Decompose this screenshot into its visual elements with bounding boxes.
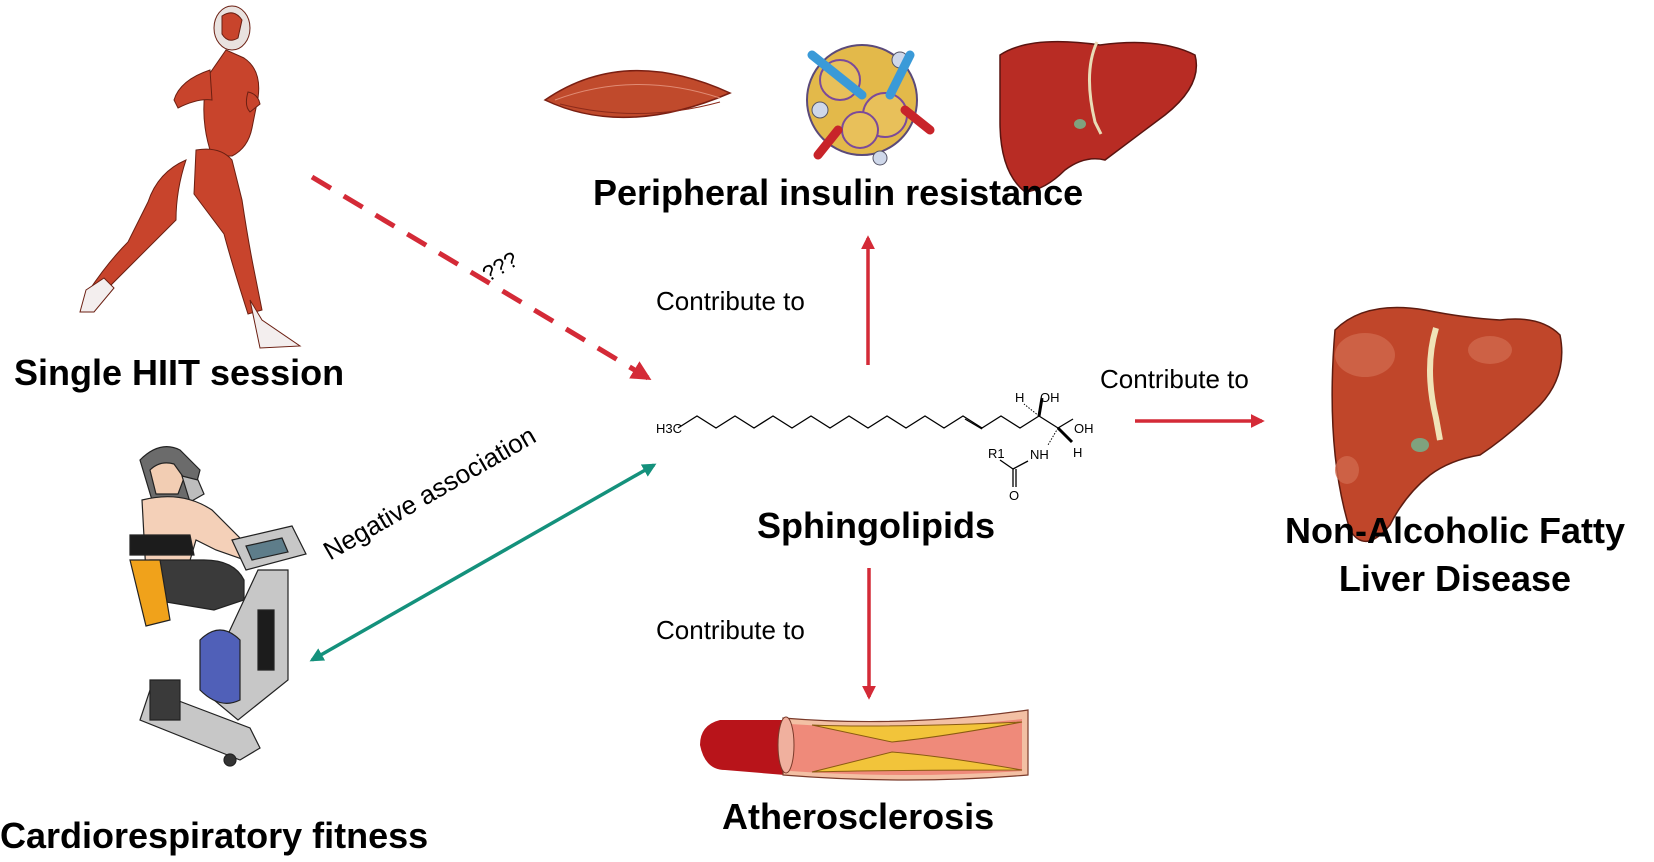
node-single-hiit-session: Single HIIT session (14, 352, 345, 393)
node-peripheral-insulin-resistance: Peripheral insulin resistance (593, 172, 1084, 213)
skeletal-muscle-icon (543, 69, 732, 119)
edge-label-to-insulin: Contribute to (656, 286, 805, 316)
chem-oh-top-label: OH (1040, 390, 1060, 405)
chem-h-top-label: H (1015, 390, 1024, 405)
edge-label-to-athero: Contribute to (656, 615, 805, 645)
adipose-tissue-icon (806, 44, 935, 166)
node-sphingolipids: Sphingolipids (757, 505, 995, 546)
edge-label-to-nafld: Contribute to (1100, 364, 1249, 394)
node-nafld-line2: Liver Disease (1338, 558, 1572, 599)
chem-methyl-label: H3C (656, 421, 682, 436)
chem-r1-label: R1 (988, 446, 1005, 461)
double-arrow-negative-association (309, 463, 657, 662)
dashed-arrow-hiit-to-sphingolipids (310, 174, 652, 381)
chem-oh-end-label: OH (1074, 421, 1094, 436)
node-atherosclerosis: Atherosclerosis (722, 796, 995, 837)
node-nafld-line1: Non-Alcoholic Fatty (1285, 510, 1625, 551)
chem-nh-label: NH (1030, 447, 1049, 462)
node-cardiorespiratory-fitness: Cardiorespiratory fitness (0, 815, 429, 856)
chem-h-bottom-label: H (1073, 445, 1082, 460)
liver-top-icon (999, 40, 1198, 193)
chem-o-label: O (1009, 488, 1019, 503)
